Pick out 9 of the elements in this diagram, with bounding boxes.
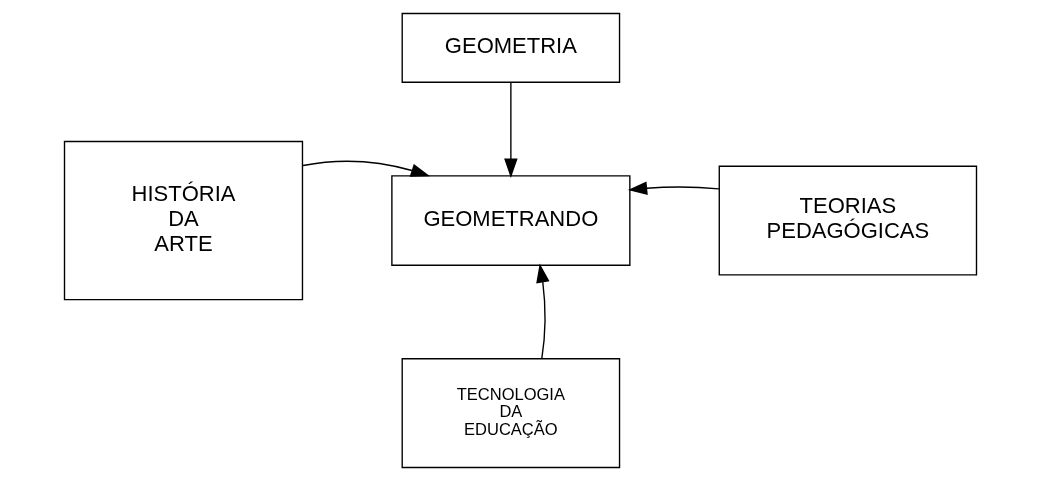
node-box: TEORIAS PEDAGÓGICAS [718,165,977,276]
arrow [535,263,550,360]
node-box: GEOMETRANDO [390,175,631,266]
node-box: HISTÓRIA DA ARTE [63,140,303,301]
arrow [503,81,518,178]
node-box: TECNOLOGIA DA EDUCAÇÃO [401,358,620,469]
arrow [301,160,430,177]
arrow [627,181,720,195]
node-box: GEOMETRIA [401,12,620,83]
